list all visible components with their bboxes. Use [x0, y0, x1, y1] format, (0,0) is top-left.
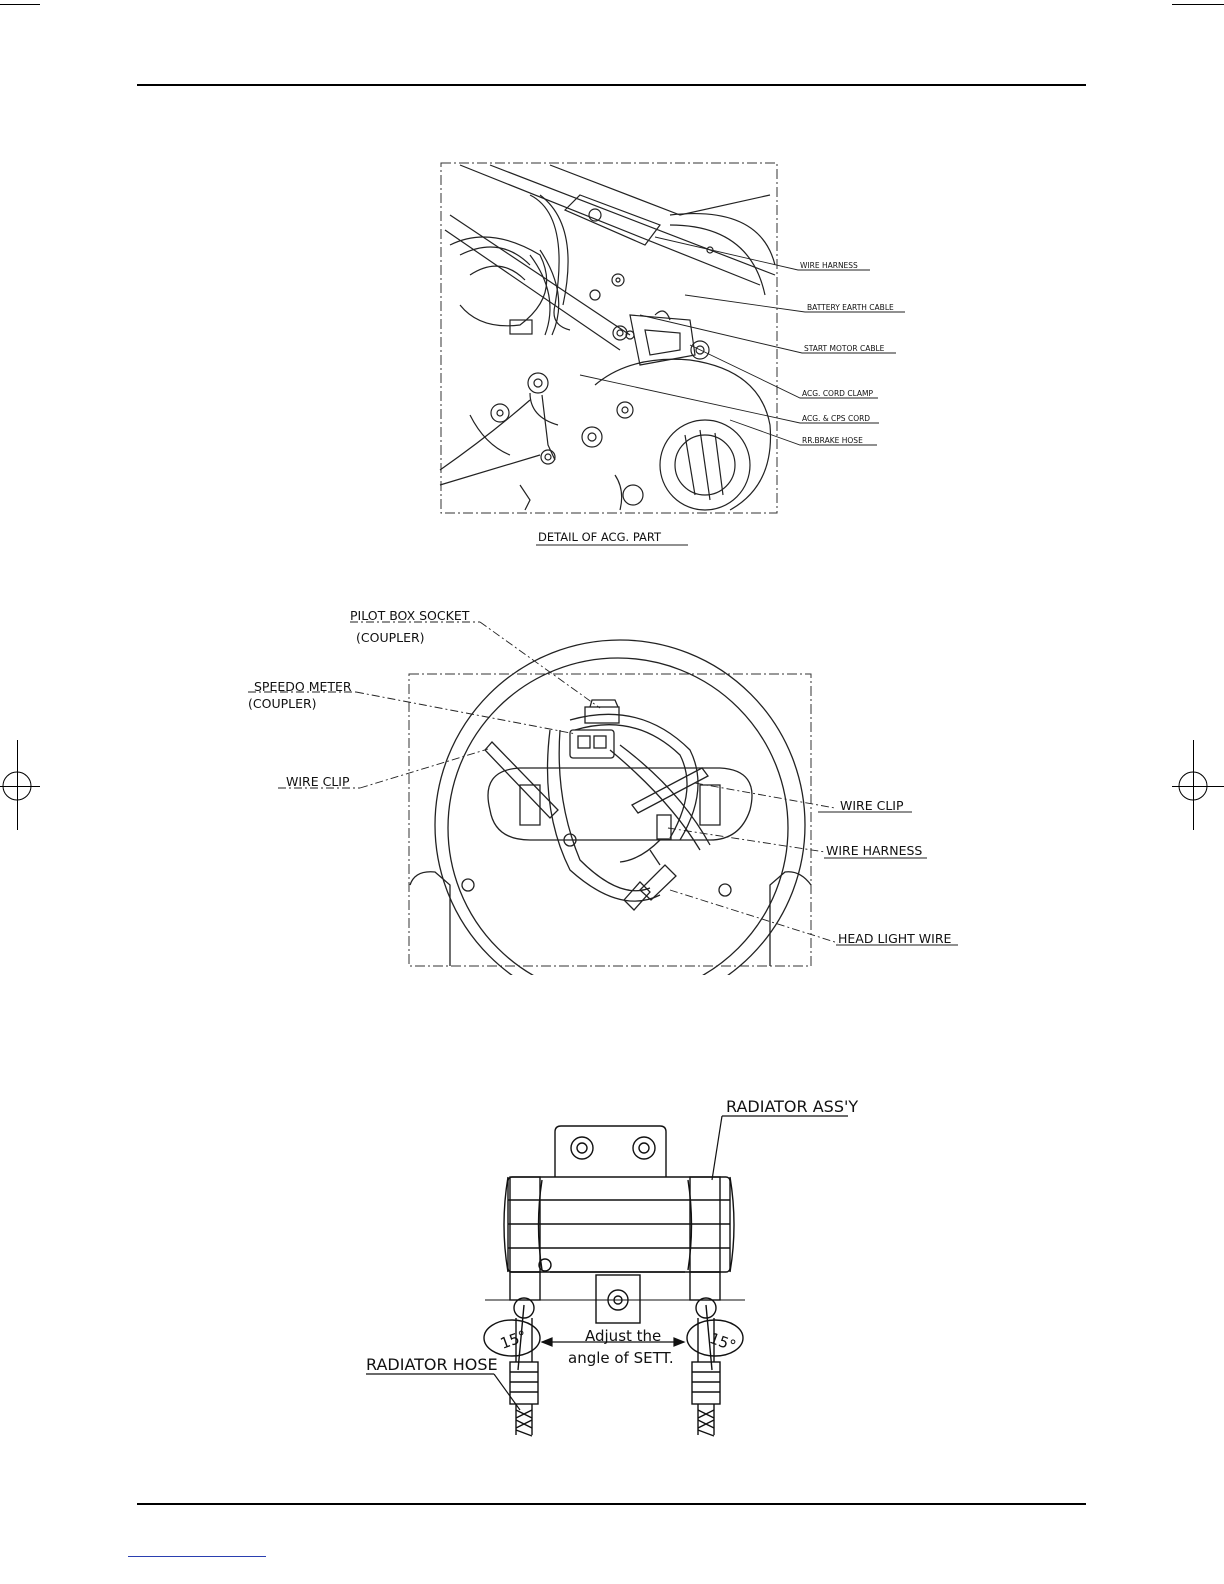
label-wire-harness: WIRE HARNESS: [800, 261, 858, 270]
label-adjust-line2: angle of SETT.: [568, 1349, 674, 1367]
label-adjust-line1: Adjust the: [585, 1327, 661, 1345]
footer-link-underline[interactable]: [128, 1556, 266, 1557]
meter-wiring-drawing: PILOT BOX SOCKET (COUPLER) SPEEDO METER …: [240, 600, 970, 975]
label-pilot-box-coupler: (COUPLER): [356, 630, 425, 645]
footer-rule: [137, 1503, 1086, 1505]
label-radiator-hose: RADIATOR HOSE: [366, 1355, 498, 1374]
label-head-light-wire: HEAD LIGHT WIRE: [838, 931, 952, 946]
label-radiator-assy: RADIATOR ASS'Y: [726, 1097, 858, 1116]
label-rr-brake-hose: RR.BRAKE HOSE: [802, 436, 863, 445]
label-speedo-meter: SPEEDO METER: [254, 679, 352, 694]
registration-mark-left: [0, 766, 40, 806]
label-angle-left: 15°: [498, 1327, 529, 1353]
crop-mark-top-left: [0, 4, 40, 5]
label-wire-clip-left: WIRE CLIP: [286, 774, 350, 789]
label-pilot-box-socket: PILOT BOX SOCKET: [350, 608, 470, 623]
figure-radiator: RADIATOR ASS'Y RADIATOR HOSE Adjust the …: [360, 1090, 900, 1450]
acg-detail-drawing: WIRE HARNESS BATTERY EARTH CABLE START M…: [430, 155, 930, 555]
label-battery-earth-cable: BATTERY EARTH CABLE: [807, 303, 894, 312]
figure-acg-detail: WIRE HARNESS BATTERY EARTH CABLE START M…: [430, 155, 930, 555]
figure-meter-wiring: PILOT BOX SOCKET (COUPLER) SPEEDO METER …: [240, 600, 970, 975]
crop-mark-top-right: [1172, 4, 1224, 5]
radiator-drawing: RADIATOR ASS'Y RADIATOR HOSE Adjust the …: [360, 1090, 900, 1450]
label-wire-clip-right: WIRE CLIP: [840, 798, 904, 813]
label-acg-cps-cord: ACG. & CPS CORD: [802, 414, 870, 423]
label-acg-cord-clamp: ACG. CORD CLAMP: [802, 389, 874, 398]
figure1-caption: DETAIL OF ACG. PART: [538, 530, 662, 544]
label-start-motor-cable: START MOTOR CABLE: [804, 344, 885, 353]
label-wire-harness-2: WIRE HARNESS: [826, 843, 922, 858]
label-speedo-coupler: (COUPLER): [248, 696, 317, 711]
registration-mark-right: [1176, 766, 1216, 806]
header-rule: [137, 84, 1086, 86]
